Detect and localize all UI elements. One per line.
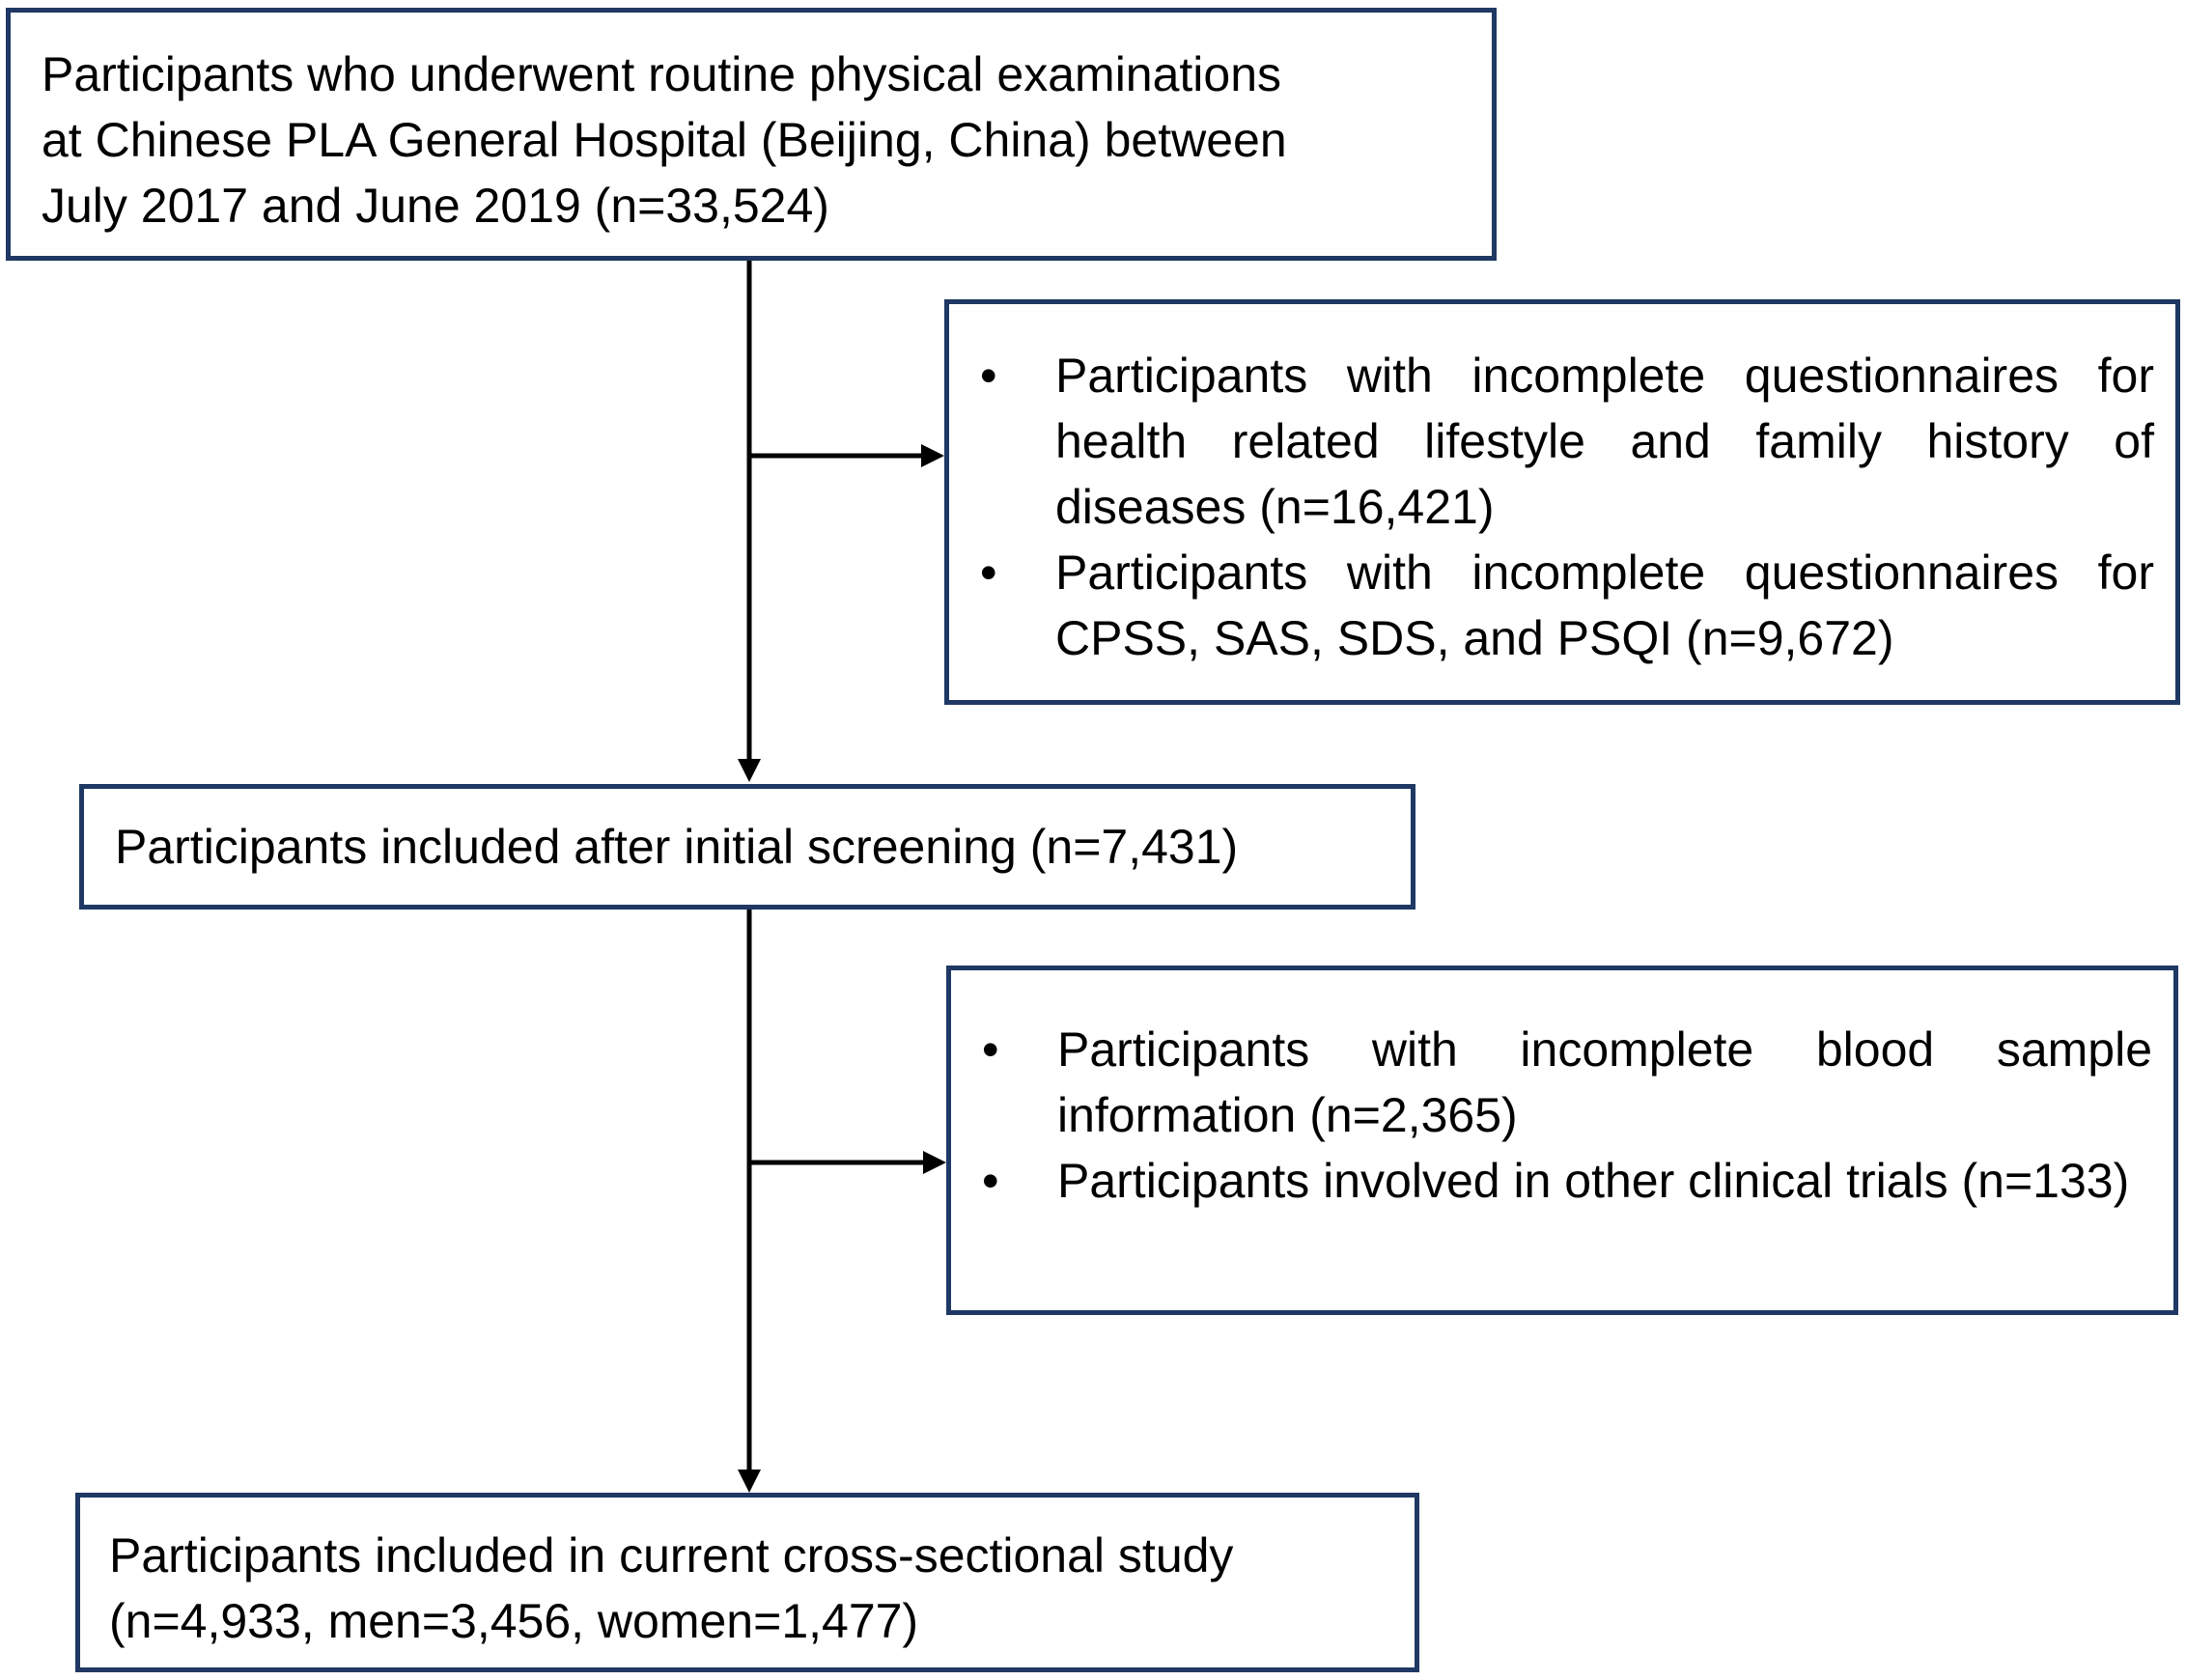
arrowhead-final: [738, 1470, 761, 1493]
exclusion-list-2: • Participants with incomplete blood sam…: [982, 1017, 2152, 1214]
final-line-1: Participants included in current cross-s…: [109, 1528, 1234, 1582]
exclusion-item-3-text: Participants with incomplete blood sampl…: [1057, 1022, 2152, 1142]
exclusion-list-1: • Participants with incomplete questionn…: [980, 343, 2154, 671]
exclusion-item-2: • Participants with incomplete questionn…: [980, 540, 2154, 671]
source-line-2: at Chinese PLA General Hospital (Beijing…: [42, 113, 1287, 167]
exclusion-item-3: • Participants with incomplete blood sam…: [982, 1017, 2152, 1148]
source-line-3: July 2017 and June 2019 (n=33,524): [42, 179, 829, 233]
bullet-icon: •: [982, 1154, 999, 1208]
arrowhead-screened: [738, 759, 761, 782]
final-line-2: (n=4,933, men=3,456, women=1,477): [109, 1594, 919, 1648]
source-population-text: Participants who underwent routine physi…: [42, 42, 1287, 238]
exclusion-box-1: • Participants with incomplete questionn…: [944, 299, 2180, 705]
exclusion-item-4: • Participants involved in other clinica…: [982, 1148, 2152, 1214]
exclusion-box-2: • Participants with incomplete blood sam…: [946, 966, 2178, 1315]
final-population-text: Participants included in current cross-s…: [109, 1523, 1233, 1654]
arrowhead-exclusion2: [923, 1151, 946, 1174]
exclusion-item-1: • Participants with incomplete questionn…: [980, 343, 2154, 540]
bullet-icon: •: [980, 546, 997, 600]
final-population-box: Participants included in current cross-s…: [75, 1493, 1419, 1672]
source-line-1: Participants who underwent routine physi…: [42, 47, 1282, 101]
screened-text: Participants included after initial scre…: [115, 820, 1239, 874]
arrowhead-exclusion1: [921, 444, 944, 467]
exclusion-item-4-text: Participants involved in other clinical …: [1057, 1154, 2130, 1208]
bullet-icon: •: [980, 349, 997, 403]
bullet-icon: •: [982, 1022, 999, 1077]
exclusion-item-1-text: Participants with incomplete questionnai…: [1055, 349, 2154, 534]
source-population-box: Participants who underwent routine physi…: [6, 8, 1497, 261]
screened-box: Participants included after initial scre…: [79, 784, 1415, 910]
exclusion-item-2-text: Participants with incomplete questionnai…: [1055, 546, 2154, 665]
